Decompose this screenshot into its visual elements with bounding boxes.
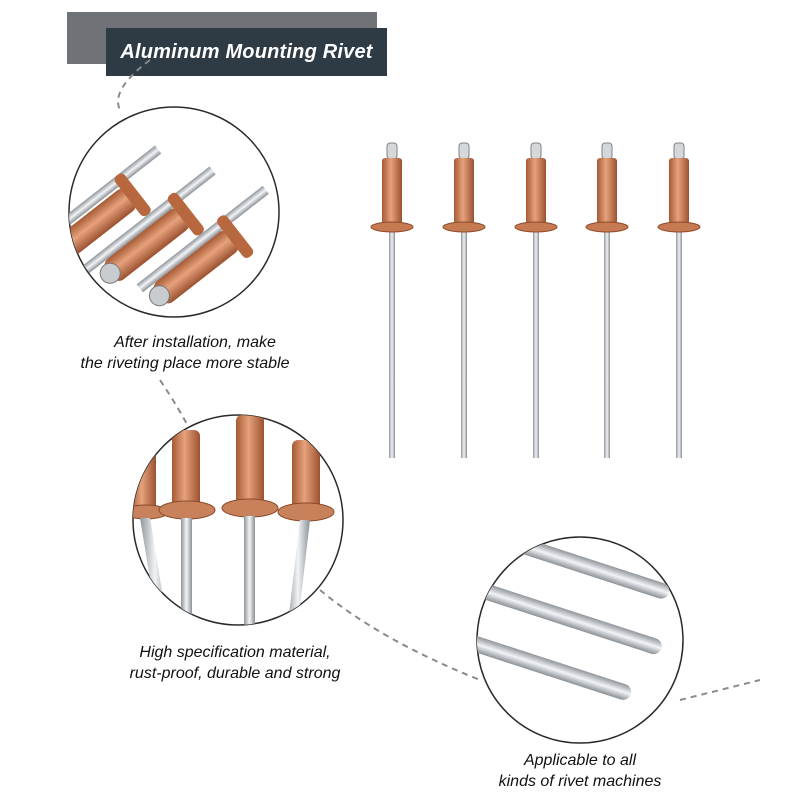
- product-title: Aluminum Mounting Rivet: [120, 40, 373, 63]
- rivet-2: [442, 142, 486, 458]
- rivet-4: [585, 142, 629, 458]
- feature-caption-line: Applicable to all: [523, 752, 637, 769]
- detail-circle-machines: [476, 536, 684, 744]
- rivet-5: [657, 142, 701, 458]
- feature-caption-line: High specification material,: [139, 644, 331, 661]
- feature-caption-installation: After installation, make the riveting pl…: [50, 332, 320, 374]
- rivet-1: [370, 142, 414, 458]
- feature-caption-line: After installation, make: [114, 334, 276, 351]
- title-banner: Aluminum Mounting Rivet: [106, 28, 387, 76]
- rivet-3: [514, 142, 558, 458]
- feature-caption-line: the riveting place more stable: [80, 355, 290, 372]
- feature-caption-line: rust-proof, durable and strong: [129, 665, 341, 682]
- feature-caption-material: High specification material, rust-proof,…: [100, 642, 370, 684]
- rivet-row: [370, 142, 701, 458]
- dashed-connector: [117, 59, 761, 701]
- feature-caption-machines: Applicable to all kinds of rivet machine…: [470, 750, 690, 792]
- detail-circle-material: [132, 414, 344, 626]
- detail-circle-installation: [68, 106, 280, 318]
- feature-caption-line: kinds of rivet machines: [498, 773, 662, 790]
